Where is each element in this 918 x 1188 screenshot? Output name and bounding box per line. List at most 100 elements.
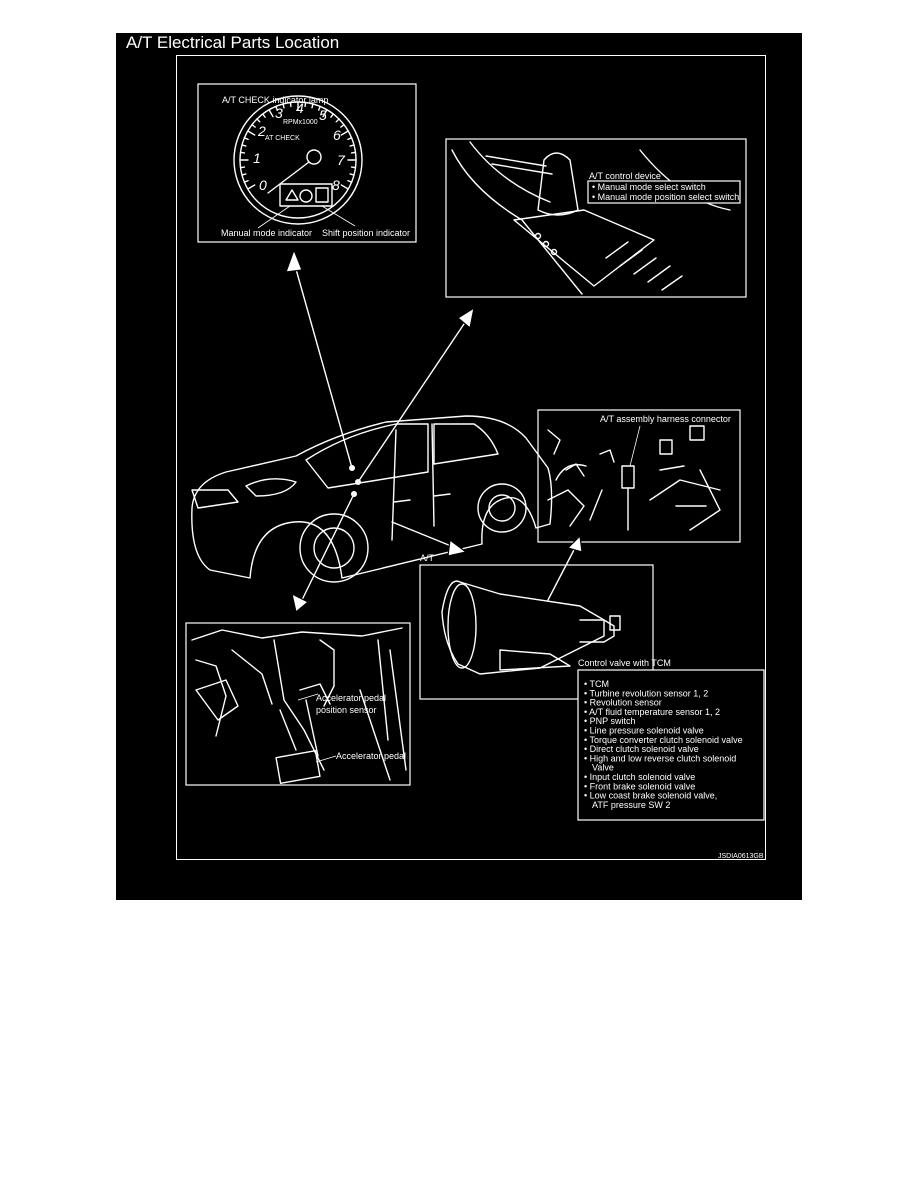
dial-tick (317, 105, 321, 111)
page-title: A/T Electrical Parts Location (126, 33, 340, 52)
meter-panel: A/T CHECK indicator lamp 0 1 2 3 4 5 6 7… (197, 83, 417, 243)
dial-number-1: 1 (253, 150, 261, 166)
rear-wheel (477, 483, 527, 533)
dial-tick (340, 130, 349, 136)
shift-position-indicator-icon (315, 187, 329, 203)
tcm-list-item: • PNP switch (584, 716, 636, 726)
figure-code: JSDIA0613GB (718, 853, 764, 860)
dial-number-2: 2 (257, 123, 266, 139)
dial-number-8: 8 (332, 177, 340, 193)
dial-tick (311, 103, 314, 109)
dial-tick (304, 101, 307, 108)
control-device-location-dot (355, 479, 361, 485)
dial-tick (241, 144, 247, 147)
needle (267, 161, 310, 194)
shift-console (513, 209, 655, 287)
tcm-list-item: Valve (592, 763, 614, 773)
tcm-list-item: • Input clutch solenoid valve (584, 772, 695, 782)
dial-tick (349, 144, 355, 147)
dial-tick (247, 130, 256, 136)
arrow-to-pedal (299, 493, 355, 605)
arrow-to-transmission (391, 521, 457, 549)
vehicle-windows (305, 423, 429, 489)
transmission-panel: A/T Control valve with TCM • TCM• Turbin… (419, 553, 765, 821)
indicator-window (279, 183, 333, 207)
control-device-heading: A/T control device (589, 171, 661, 181)
dial-tick (340, 123, 345, 128)
front-wheel (299, 513, 369, 583)
control-valve-parts-list (577, 669, 765, 821)
dial-tick (347, 137, 353, 141)
dial-tick (256, 118, 261, 123)
tcm-list-item: • Torque converter clutch solenoid valve (584, 735, 743, 745)
tcm-component-list: • TCM• Turbine revolution sensor 1, 2• R… (584, 679, 743, 810)
shift-position-indicator-label: Shift position indicator (322, 228, 410, 238)
pedal-panel: Accelerator pedal position sensor Accele… (185, 622, 411, 786)
dial-tick (340, 184, 349, 190)
accelerator-pedal-position-sensor-label-1: Accelerator pedal (316, 693, 386, 703)
figure-frame (176, 55, 766, 860)
transmission-body (441, 580, 605, 675)
dial-tick (239, 151, 246, 154)
dial-tick (330, 113, 335, 118)
dial-tick (239, 166, 246, 169)
tcm-list-item: • TCM (584, 679, 609, 689)
control-valve-subheading: Control valve with TCM (578, 658, 671, 668)
dial-tick (350, 151, 357, 154)
harness-connector-heading: A/T assembly harness connector (600, 414, 731, 424)
rpm-unit-label: RPMx1000 (283, 119, 318, 126)
tachometer-dial (233, 95, 363, 225)
meter-location-dot (349, 465, 355, 471)
manual-mode-indicator-icon (285, 189, 299, 201)
dial-number-7: 7 (337, 152, 346, 168)
harness-connector-panel: A/T assembly harness connector (537, 409, 741, 543)
tcm-list-item: • Low coast brake solenoid valve, (584, 791, 717, 801)
dial-tick (322, 109, 328, 118)
arrow-to-meter (293, 261, 353, 469)
dial-number-4: 4 (296, 100, 304, 116)
dial-tick (247, 184, 256, 190)
control-device-panel: A/T control device • Manual mode select … (445, 138, 747, 298)
dial-tick (251, 123, 256, 128)
arrow-to-harness-connector (547, 545, 577, 601)
dial-tick (350, 166, 357, 169)
accelerator-pedal-label: Accelerator pedal (336, 751, 406, 761)
dial-tick (335, 118, 340, 123)
at-check-label: AT CHECK (265, 135, 300, 142)
pedal-location-dot (351, 491, 357, 497)
tcm-list-item: • High and low reverse clutch solenoid (584, 753, 736, 763)
dial-number-0: 0 (259, 177, 267, 193)
tcm-list-item: ATF pressure SW 2 (592, 800, 670, 810)
tcm-list-item: • A/T fluid temperature sensor 1, 2 (584, 707, 720, 717)
dial-tick (349, 173, 355, 176)
dial-tick (275, 105, 279, 111)
dial-tick (289, 101, 292, 108)
vehicle-body (191, 415, 553, 579)
manual-mode-indicator-label: Manual mode indicator (221, 228, 312, 238)
tcm-list-item: • Turbine revolution sensor 1, 2 (584, 688, 708, 698)
dial-tick (282, 103, 285, 109)
dial-tick (241, 173, 247, 176)
accelerator-pedal-position-sensor-label-2: position sensor (316, 705, 377, 715)
arrow-to-control-device (357, 317, 469, 483)
pointer-arrows (285, 248, 583, 614)
dial-number-6: 6 (333, 127, 341, 143)
shift-knob (537, 152, 579, 216)
tcm-list-item: • Front brake solenoid valve (584, 781, 695, 791)
dial-tick (243, 179, 249, 183)
dial-number-3: 3 (275, 105, 283, 121)
vehicle-headlamp (245, 478, 297, 497)
dial-tick (268, 109, 274, 118)
tcm-list-item: • Revolution sensor (584, 698, 662, 708)
vehicle-illustration (191, 415, 553, 583)
dial-tick (243, 137, 249, 141)
tcm-list-item: • Direct clutch solenoid valve (584, 744, 699, 754)
dial-number-5: 5 (319, 107, 327, 123)
vehicle-grille (191, 489, 239, 509)
dial-tick (347, 179, 353, 183)
accelerator-pedal-shape (275, 750, 321, 784)
control-device-item-1: • Manual mode select switch (592, 182, 706, 192)
control-device-item-2: • Manual mode position select switch (592, 192, 739, 202)
needle-hub (306, 149, 322, 165)
